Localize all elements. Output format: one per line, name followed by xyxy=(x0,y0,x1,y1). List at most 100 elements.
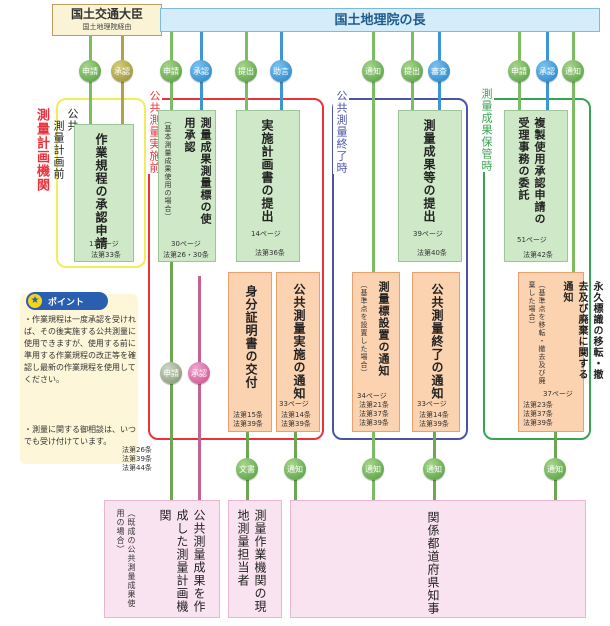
bottom-prefecture-title: 関係都道府県知事 xyxy=(426,511,440,615)
arrow-b1-approve: 承認 xyxy=(188,362,210,384)
card-start-title: 公共測量実施の通知 xyxy=(292,283,306,400)
arrow-c8-notify: 通知 xyxy=(423,458,445,480)
card-plan-law: 法第36条 xyxy=(255,249,285,257)
card-copy-title: 複製使用承認申請の受理事務の委託 xyxy=(517,117,546,225)
card-id-title: 身分証明書の交付 xyxy=(244,285,258,389)
card-marker-law2: 法第37条 xyxy=(359,410,389,418)
stage-before-red: 測量計画機関 xyxy=(34,108,49,192)
bottom-result-owner-title: 公共測量成果を作成した測量計画機関 xyxy=(158,509,206,613)
card-end-page: 33ページ xyxy=(417,400,447,408)
point-law-3: 法第44条 xyxy=(122,464,152,472)
point-panel: ★ ポイント ・作業規程は一度承認を受ければ、その後実施する公共測量に使用できま… xyxy=(20,292,138,464)
card-results-page: 39ページ xyxy=(413,230,443,238)
card-copy-law: 法第42条 xyxy=(523,251,553,259)
bottom-prefecture-governor: 関係都道府県知事 xyxy=(290,500,586,618)
arrow-c5-notify: 通知 xyxy=(284,458,306,480)
minister-title: 国土交通大臣 xyxy=(70,7,143,21)
gsi-head-bar: 国土地理院の長 xyxy=(160,8,600,32)
card-end-title: 公共測量終了の通知 xyxy=(430,283,444,400)
card-marker-law3: 法第39条 xyxy=(359,419,389,427)
arrow-c7-notify-top: 通知 xyxy=(362,60,384,82)
arrow-c10-notify: 通知 xyxy=(544,458,566,480)
line-c7-notify xyxy=(372,32,375,510)
card-id-issue: 身分証明書の交付 法第15条 法第39条 xyxy=(228,272,272,432)
stage-before-label-2: 測量計画前 xyxy=(52,120,65,180)
card-copy-page: 51ページ xyxy=(517,236,547,244)
gsi-head-title: 国土地理院の長 xyxy=(334,13,426,28)
card-work-rules-law: 法第33条 xyxy=(91,251,121,259)
card-marker-law1: 法第21条 xyxy=(359,401,389,409)
card-perm-note: （基準点を移転・撤去及び廃棄した場合） xyxy=(528,281,546,385)
arrow-c4-document: 文書 xyxy=(236,458,258,480)
card-work-rules-title: 作業規程の承認申請 xyxy=(94,133,108,250)
point-text-2: ・測量に関する御相談は、いつでも受け付けています。 xyxy=(24,425,136,446)
card-results-title: 測量成果等の提出 xyxy=(422,119,436,223)
card-marker-notice: 測量標設置の通知 （基準点を設置した場合） 34ページ 法第21条 法第37条 … xyxy=(352,272,400,432)
card-plan-submission: 実施計画書の提出 14ページ 法第36条 xyxy=(236,110,300,262)
card-start-law2: 法第39条 xyxy=(281,420,311,428)
card-start-page: 33ページ xyxy=(279,400,309,408)
card-perm-law1: 法第23条 xyxy=(523,401,553,409)
arrow-c7-notify: 通知 xyxy=(362,458,384,480)
point-header: ★ ポイント xyxy=(26,292,108,310)
minister-box: 国土交通大臣 国土地理院経由 xyxy=(52,4,162,36)
line-c10-notify xyxy=(572,32,575,277)
card-permanent-marker-notice: 永久標識の移転・撤去及び廃棄に関する通知 （基準点を移転・撤去及び廃棄した場合）… xyxy=(518,272,602,432)
arrow-c10-notify-top: 通知 xyxy=(562,60,584,82)
bottom-field-staff-title: 測量作業機関の現地測量担当者 xyxy=(236,509,267,613)
stage-end-frame xyxy=(332,98,468,440)
minister-subtitle: 国土地理院経由 xyxy=(82,23,132,31)
card-survey-use-law: 法第26・30条 xyxy=(163,251,209,259)
point-law-2: 法第39条 xyxy=(122,455,152,463)
point-label: ポイント xyxy=(48,297,85,308)
arrow-c6-review: 審査 xyxy=(428,60,450,82)
card-perm-title: 永久標識の移転・撤去及び廃棄に関する通知 xyxy=(561,281,602,380)
arrow-c9-approve: 承認 xyxy=(536,60,558,82)
card-survey-end-notice: 公共測量終了の通知 33ページ 法第14条 法第39条 xyxy=(412,272,460,432)
bottom-result-owner: 公共測量成果を作成した測量計画機関 （既成の公共測量成果使用の場合） xyxy=(104,500,220,618)
card-work-rules-approval: 作業規程の承認申請 11ページ 法第33条 xyxy=(74,124,134,262)
bottom-result-owner-note: （既成の公共測量成果使用の場合） xyxy=(116,509,136,608)
bottom-field-staff: 測量作業機関の現地測量担当者 xyxy=(228,500,282,618)
stage-before-frame xyxy=(56,98,146,268)
arrow-c3-advise: 助言 xyxy=(270,60,292,82)
point-text-1: ・作業規程は一度承認を受ければ、その後実施する公共測量に使用できますが、使用する… xyxy=(24,315,136,384)
card-perm-law3: 法第39条 xyxy=(523,419,553,427)
stage-during-frame xyxy=(148,98,324,440)
point-law-1: 法第26条 xyxy=(122,446,152,454)
stage-end-label: 公共測量終了時 xyxy=(333,90,349,174)
star-icon: ★ xyxy=(28,294,42,308)
card-start-law1: 法第14条 xyxy=(281,411,311,419)
card-marker-page: 34ページ xyxy=(357,392,387,400)
arrow-c2-apply: 申請 xyxy=(160,60,182,82)
card-id-law1: 法第15条 xyxy=(233,411,263,419)
stage-keep-frame xyxy=(483,98,591,440)
arrow-c1-approve: 承認 xyxy=(111,60,133,82)
stage-keep-label: 測量成果保管時 xyxy=(478,88,494,172)
line-b1-approve xyxy=(198,276,201,500)
card-survey-use-note: （基本測量成果使用の場合） xyxy=(164,117,172,221)
arrow-c2-approve: 承認 xyxy=(190,60,212,82)
card-plan-page: 14ページ xyxy=(251,230,281,238)
card-copy-approval-delegation: 複製使用承認申請の受理事務の委託 51ページ 法第42条 xyxy=(504,110,568,262)
card-work-rules-page: 11ページ xyxy=(89,240,119,248)
card-survey-start-notice: 公共測量実施の通知 33ページ 法第14条 法第39条 xyxy=(276,272,320,432)
arrow-c6-submit: 提出 xyxy=(401,60,423,82)
card-results-law: 法第40条 xyxy=(417,249,447,257)
card-marker-title: 測量標設置の通知 xyxy=(377,281,390,377)
arrow-b1-apply: 申請 xyxy=(160,362,182,384)
card-results-submission: 測量成果等の提出 39ページ 法第40条 xyxy=(398,110,462,262)
card-survey-use-title: 測量成果測量標の使用承認 xyxy=(183,117,212,225)
arrow-c1-apply: 申請 xyxy=(79,60,101,82)
card-plan-title: 実施計画書の提出 xyxy=(260,119,274,223)
card-perm-law2: 法第37条 xyxy=(523,410,553,418)
card-survey-use-approval: 測量成果測量標の使用承認 （基本測量成果使用の場合） 30ページ 法第26・30… xyxy=(158,110,216,262)
card-id-law2: 法第39条 xyxy=(233,420,263,428)
card-perm-page: 37ページ xyxy=(543,390,573,398)
arrow-c3-submit: 提出 xyxy=(235,60,257,82)
card-survey-use-page: 30ページ xyxy=(171,240,201,248)
arrow-c9-apply: 申請 xyxy=(508,60,530,82)
card-end-law1: 法第14条 xyxy=(419,411,449,419)
card-end-law2: 法第39条 xyxy=(419,420,449,428)
card-marker-note: （基準点を設置した場合） xyxy=(360,281,368,377)
